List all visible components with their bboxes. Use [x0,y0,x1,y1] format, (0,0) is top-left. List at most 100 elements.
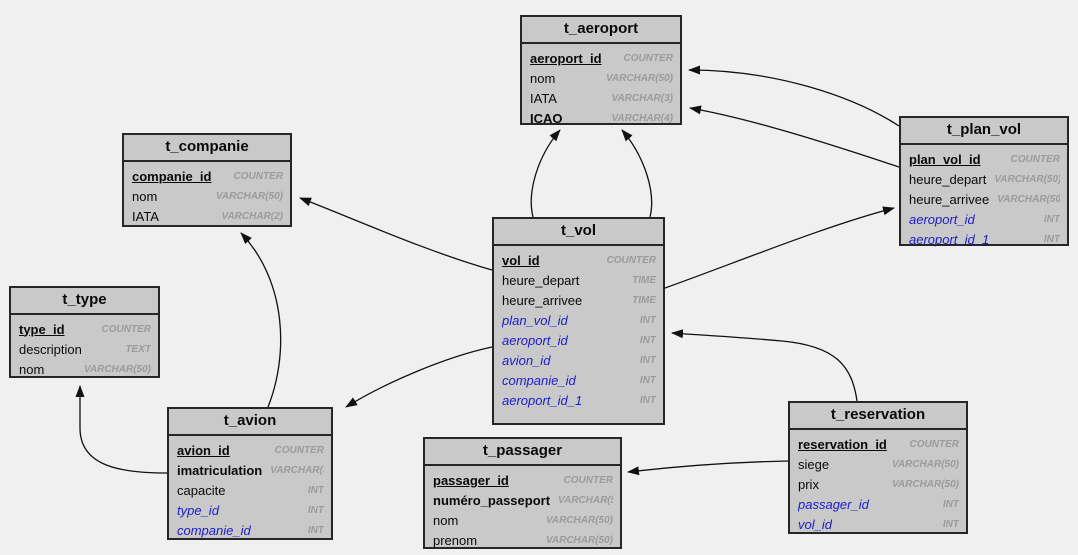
field-type: VARCHAR(50) [891,478,959,490]
field-row-nom[interactable]: nom VARCHAR(50) [530,68,673,88]
entity-title: t_type [11,288,158,315]
entity-field-list: avion_id COUNTER imatriculationVARCHAR(50)… [169,436,331,540]
field-name: heure_arrivee [502,292,583,308]
relation-t_avion.companie_id-to-t_companie[interactable] [240,232,282,408]
field-name: imatriculation [177,462,263,478]
field-name: aeroport_id_1 [909,231,990,247]
field-name: numéro_passeport [433,492,551,508]
field-name: passager_id [798,496,869,512]
field-type: COUNTER [606,254,656,266]
field-type: COUNTER [563,474,613,486]
field-row-siege[interactable]: siege VARCHAR(50) [798,454,959,474]
relation-t_vol.aeroport_id_1-to-t_aeroport[interactable] [621,129,653,218]
field-name: description [19,341,82,357]
field-name: IATA [132,208,159,224]
field-type: TIME [632,274,656,286]
relation-t_plan_vol.aeroport_id_1-to-t_aeroport[interactable] [689,105,900,168]
field-name: nom [132,188,158,204]
field-name: avion_id [502,352,551,368]
field-name: companie_id [502,372,576,388]
field-name: vol_id [502,252,540,268]
relation-t_vol.aeroport_id-to-t_aeroport[interactable] [530,129,561,218]
field-type: COUNTER [274,444,324,456]
relation-t_plan_vol.aeroport_id-to-t_aeroport[interactable] [688,65,900,127]
field-type: COUNTER [1010,153,1060,165]
entity-title: t_plan_vol [901,118,1067,145]
relation-t_reservation.passager_id-to-t_passager[interactable] [627,460,789,476]
entity-t_plan_vol[interactable]: t_plan_vol plan_vol_id COUNTER heure_depart… [899,116,1069,249]
relation-t_vol.companie_id-to-t_companie[interactable] [299,197,493,271]
field-row-plan_vol_id[interactable]: plan_vol_id COUNTER [909,149,1060,169]
field-row-description[interactable]: description TEXT [19,339,151,359]
field-type: VARCHAR(50) [994,173,1060,185]
entity-title: t_companie [124,135,290,162]
field-name: plan_vol_id [909,151,981,167]
field-type: VARCHAR(50) [605,72,673,84]
field-type: VARCHAR(50) [891,458,959,470]
field-name: ICAO [530,110,563,126]
field-type: VARCHAR(50) [997,193,1060,205]
field-type: INT [307,524,324,536]
relation-t_avion.type_id-to-t_type[interactable] [75,385,168,474]
field-row-heure_depart[interactable]: heure_depart TIME [502,270,656,290]
field-name: nom [530,70,556,86]
relation-t_vol.avion_id-to-t_avion[interactable] [345,346,493,408]
field-type: TEXT [125,343,151,355]
field-type: VARCHAR(50) [215,190,283,202]
field-name: nom [19,361,45,377]
entity-title: t_vol [494,219,663,246]
entity-title: t_avion [169,409,331,436]
field-row-nom[interactable]: nom VARCHAR(50) [132,186,283,206]
field-name: nom [433,512,459,528]
field-row-passager_id[interactable]: passager_id COUNTER [433,470,613,490]
relation-t_reservation.vol_id-to-t_vol[interactable] [671,329,858,402]
field-name: avion_id [177,442,230,458]
field-name: siege [798,456,830,472]
field-row-vol_id[interactable]: vol_id COUNTER [502,250,656,270]
field-type: INT [639,394,656,406]
relation-t_vol.plan_vol_id-to-t_plan_vol[interactable] [664,206,895,289]
field-name: heure_depart [502,272,580,288]
field-row-avion_id[interactable]: avion_id COUNTER [177,440,324,460]
field-name: passager_id [433,472,509,488]
